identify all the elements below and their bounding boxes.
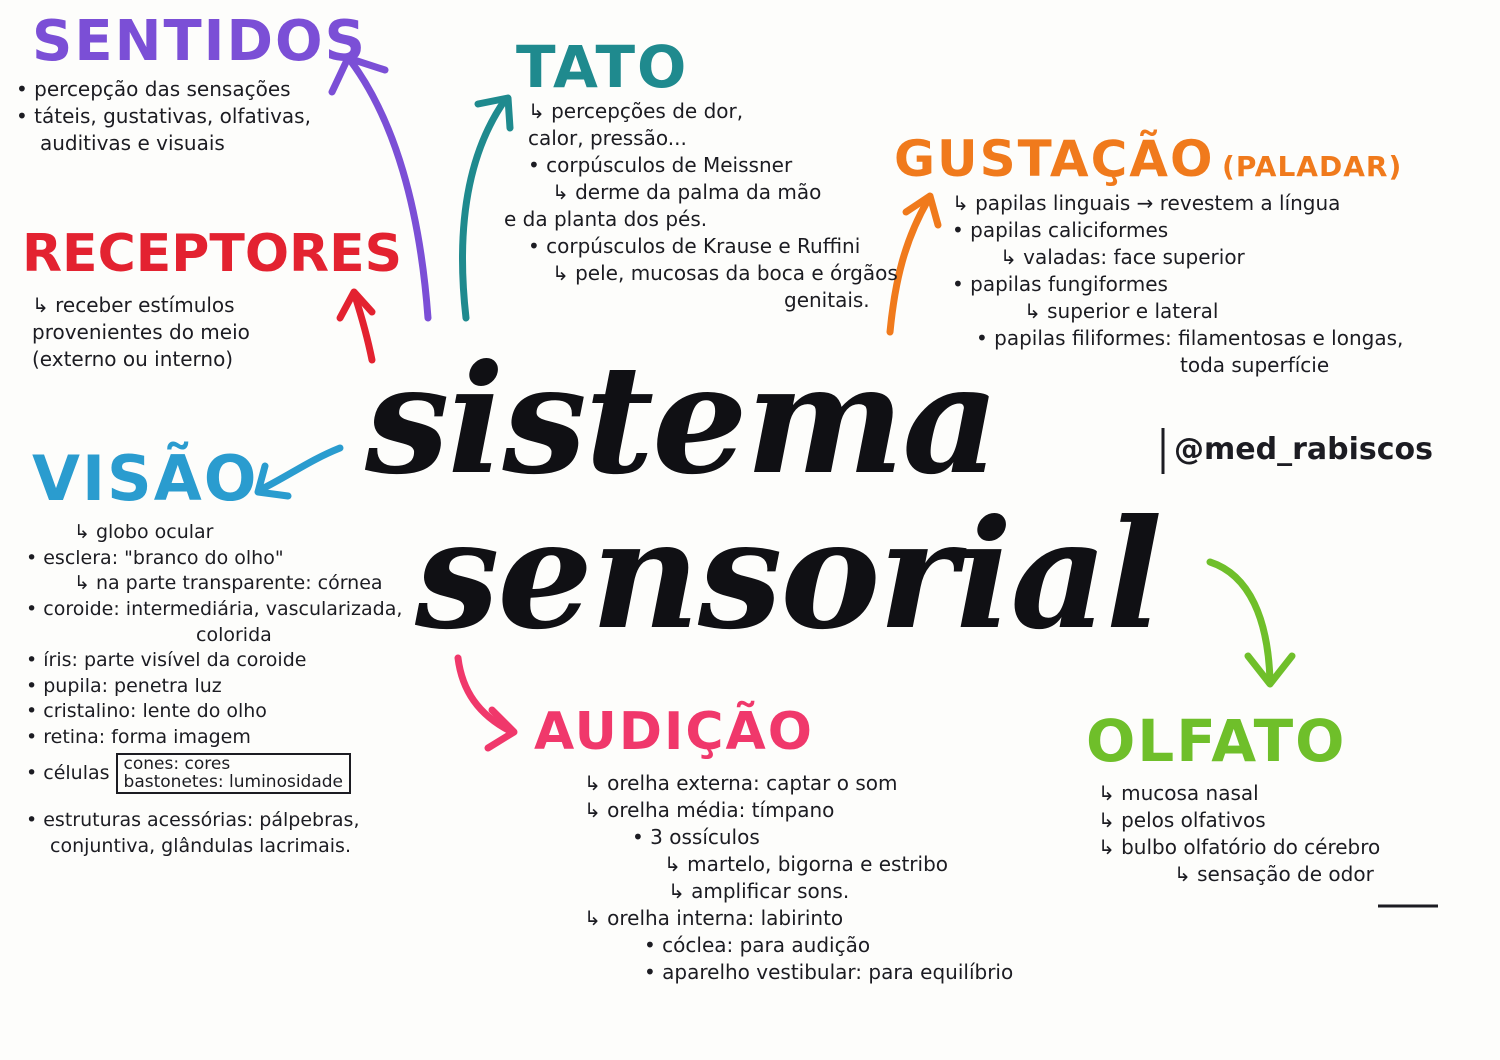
note-line: ↳ derme da palma da mão	[552, 180, 822, 204]
note-line: genitais.	[784, 288, 870, 312]
note-line: • papilas fungiformes	[952, 272, 1168, 296]
gustacao-notes: ↳ papilas linguais → revestem a língua •…	[952, 190, 1403, 379]
arrow-to-sentidos	[346, 56, 432, 322]
gustacao-title-text: GUSTAÇÃO	[894, 130, 1215, 188]
olfato-notes: ↳ mucosa nasal ↳ pelos olfativos ↳ bulbo…	[1098, 780, 1380, 888]
arrowhead-receptores	[336, 288, 376, 322]
note-line: • cristalino: lente do olho	[26, 700, 267, 723]
note-line: ↳ orelha interna: labirinto	[584, 906, 844, 930]
celulas-bracket: cones: cores bastonetes: luminosidade	[115, 752, 352, 795]
arrow-to-olfato	[1206, 558, 1274, 684]
note-line: calor, pressão...	[528, 126, 687, 150]
arrow-to-visao	[256, 444, 344, 494]
note-line: ↳ bulbo olfatório do cérebro	[1098, 835, 1381, 859]
note-line: bastonetes: luminosidade	[123, 772, 344, 793]
note-line: • táteis, gustativas, olfativas,	[16, 104, 311, 128]
note-line: ↳ papilas linguais → revestem a língua	[952, 191, 1341, 215]
note-line: ↳ na parte transparente: córnea	[74, 572, 383, 595]
title-line-1: sistema	[365, 332, 1000, 508]
note-line: • células	[26, 761, 110, 784]
note-line: ↳ globo ocular	[74, 521, 214, 543]
note-line: ↳ receber estímulos	[32, 293, 235, 317]
arrow-to-receptores	[351, 292, 376, 364]
arrowhead-gustacao	[902, 192, 942, 229]
visao-title: VISÃO	[32, 442, 259, 515]
celulas-row: • células cones: cores bastonetes: lumin…	[26, 752, 402, 795]
note-line: (externo ou interno)	[32, 347, 234, 371]
note-line: • pupila: penetra luz	[26, 674, 222, 697]
note-line: • corpúsculos de Krause e Ruffini	[528, 234, 861, 258]
note-line: e da planta dos pés.	[504, 207, 708, 231]
title-line-2: sensorial	[415, 487, 1163, 663]
note-line: colorida	[196, 623, 272, 646]
gustacao-subtitle: (PALADAR)	[1222, 150, 1403, 183]
note-line: • 3 ossículos	[632, 825, 760, 849]
sentidos-notes: • percepção das sensações • táteis, gust…	[16, 76, 311, 157]
arrow-to-tato	[459, 96, 509, 322]
note-line: • esclera: "branco do olho"	[26, 546, 284, 569]
visao-notes: ↳ globo ocular • esclera: "branco do olh…	[26, 520, 402, 859]
note-line: ↳ pelos olfativos	[1098, 808, 1266, 832]
note-line: provenientes do meio	[32, 320, 250, 344]
note-line: ↳ martelo, bigorna e estribo	[664, 852, 949, 876]
sentidos-title: SENTIDOS	[32, 9, 367, 74]
note-line: • íris: parte visível da coroide	[26, 649, 307, 672]
note-line: ↳ sensação de odor	[1174, 862, 1374, 886]
note-line: • percepção das sensações	[16, 77, 291, 101]
note-line: ↳ orelha média: tímpano	[584, 798, 835, 822]
note-line: ↳ mucosa nasal	[1098, 781, 1259, 805]
note-line: • papilas filiformes: filamentosas e lon…	[976, 326, 1404, 350]
note-line: ↳ pele, mucosas da boca e órgãos	[552, 261, 898, 285]
note-line: auditivas e visuais	[40, 131, 225, 155]
note-line: ↳ amplificar sons.	[668, 879, 850, 903]
social-handle: @med_rabiscos	[1174, 432, 1433, 467]
note-line: ↳ orelha externa: captar o som	[584, 771, 898, 795]
arrow-to-audicao	[454, 654, 516, 736]
note-line: ↳ percepções de dor,	[528, 99, 744, 123]
audicao-notes: ↳ orelha externa: captar o som ↳ orelha …	[584, 770, 1013, 986]
receptores-title: RECEPTORES	[22, 224, 403, 284]
note-line: toda superfície	[1180, 353, 1330, 377]
note-line: ↳ valadas: face superior	[1000, 245, 1245, 269]
audicao-title: AUDIÇÃO	[534, 702, 814, 762]
note-line: • coroide: intermediária, vascularizada,	[26, 597, 403, 620]
note-line: ↳ superior e lateral	[1024, 299, 1219, 323]
note-line: • retina: forma imagem	[26, 726, 251, 749]
arrowhead-sentidos	[328, 54, 389, 96]
gustacao-title: GUSTAÇÃO (PALADAR)	[894, 134, 1402, 184]
tato-title: TATO	[516, 33, 689, 101]
note-line: cones: cores	[123, 753, 231, 774]
arrowhead-olfato	[1244, 652, 1296, 688]
note-line: conjuntiva, glândulas lacrimais.	[50, 834, 351, 857]
note-line: • corpúsculos de Meissner	[528, 153, 793, 177]
note-line: • estruturas acessórias: pálpebras,	[26, 809, 360, 832]
note-line: • cóclea: para audição	[644, 933, 871, 957]
arrowhead-audicao	[484, 706, 518, 752]
olfato-title: OLFATO	[1086, 707, 1347, 775]
arrowhead-tato	[474, 94, 514, 132]
tato-notes: ↳ percepções de dor, calor, pressão... •…	[504, 98, 898, 314]
arrowhead-visao	[254, 462, 292, 500]
receptores-notes: ↳ receber estímulos provenientes do meio…	[32, 292, 250, 373]
arrow-to-gustacao	[886, 196, 932, 336]
note-line: • papilas caliciformes	[952, 218, 1169, 242]
note-line: • aparelho vestibular: para equilíbrio	[644, 960, 1014, 984]
